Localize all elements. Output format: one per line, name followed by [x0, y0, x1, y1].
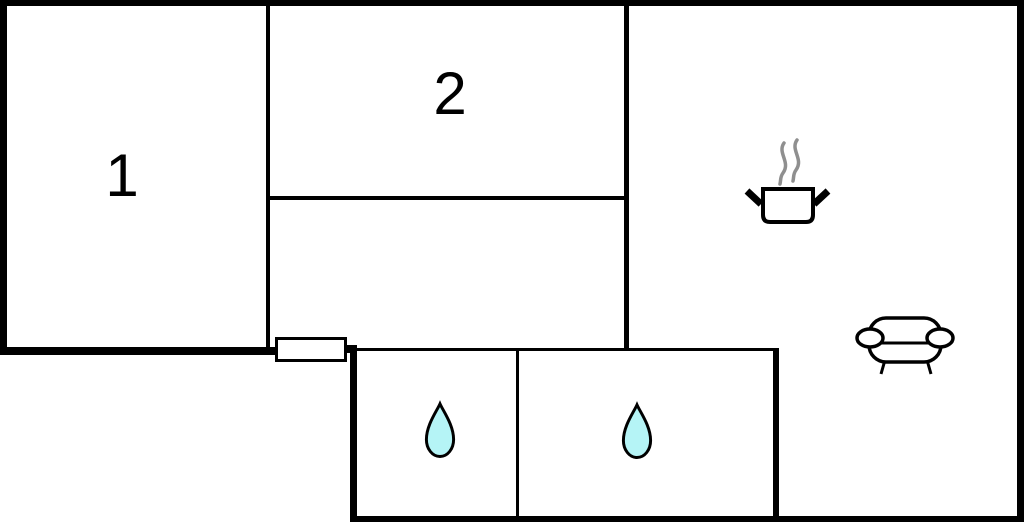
wall-room1-room2-divider: [266, 6, 270, 349]
wall-outer-top: [0, 0, 1024, 6]
living-kitchen-area: [629, 6, 1017, 516]
cooking-pot-icon: [744, 138, 831, 224]
steam-icon: [778, 138, 801, 186]
water-drop-icon: [424, 400, 456, 458]
sofa-icon: [855, 316, 955, 375]
room-1-label: 1: [105, 142, 139, 209]
wall-bathroom-left: [350, 347, 357, 522]
wall-room1-bottom: [0, 347, 277, 355]
wall-outer-right: [1017, 0, 1024, 522]
door-symbol: [275, 337, 347, 362]
wall-bathroom-top: [357, 348, 773, 351]
wall-door-nub: [345, 345, 357, 353]
room-middle-area: [270, 200, 624, 347]
wall-outer-left: [0, 0, 7, 355]
wall-bathroom-right: [773, 348, 779, 516]
wall-bathroom-divider: [516, 351, 519, 516]
water-drop-icon: [621, 401, 653, 459]
room-2-label: 2: [433, 60, 467, 127]
wall-room2-right: [624, 6, 629, 351]
wall-room2-middle-divider: [270, 196, 624, 200]
wall-outer-bottom: [350, 516, 1024, 522]
